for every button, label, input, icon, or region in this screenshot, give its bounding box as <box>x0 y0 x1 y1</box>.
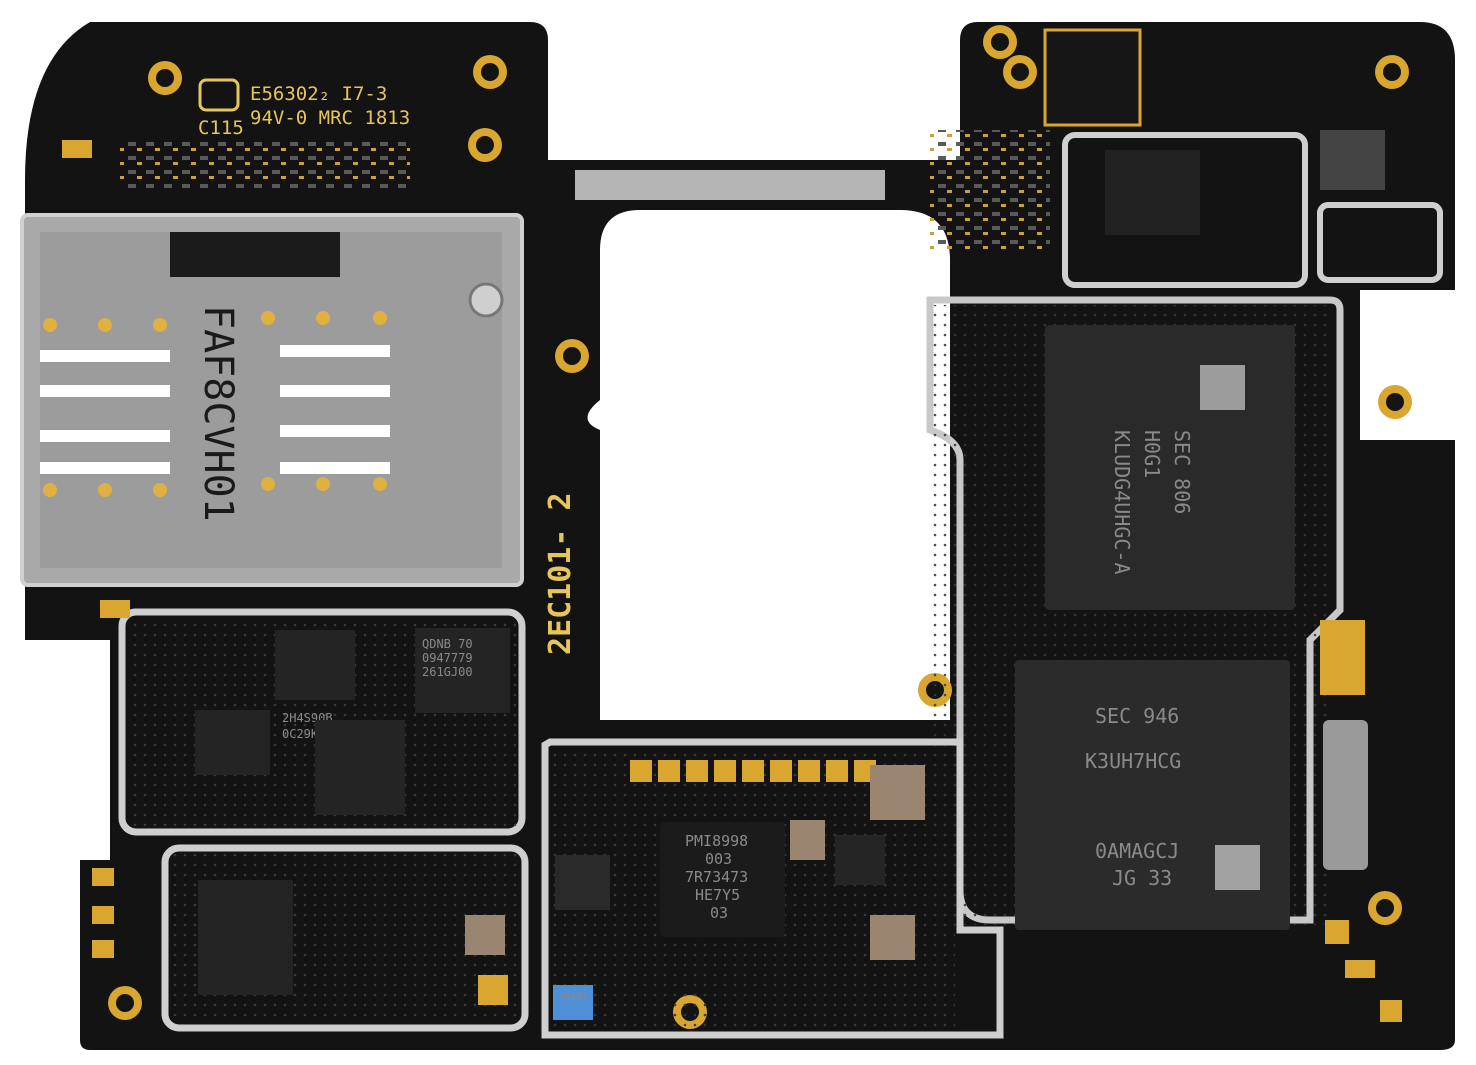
svg-text:H0G1: H0G1 <box>1140 430 1164 478</box>
ul-marking-c115: C115 <box>198 117 244 139</box>
shield-left-lower <box>161 844 529 1032</box>
svg-text:0AMAGCJ: 0AMAGCJ <box>1095 839 1179 863</box>
ul-marking-line1: E56302₂ I7-3 <box>250 83 387 105</box>
svg-text:SEC 946: SEC 946 <box>1095 704 1179 728</box>
ram-chip: SEC 946 K3UH7HCG 0AMAGCJ JG 33 <box>1015 660 1290 930</box>
svg-text:KLUDG4UHGC-A: KLUDG4UHGC-A <box>1110 430 1134 575</box>
shield-left-upper <box>118 608 526 836</box>
board-id: 2EC101- 2 <box>543 492 578 655</box>
svg-text:SEC 806: SEC 806 <box>1170 430 1194 514</box>
svg-text:03: 03 <box>710 904 728 922</box>
flash-chip: SEC 806 H0G1 KLUDG4UHGC-A <box>1045 325 1295 610</box>
gold-pad <box>1320 620 1365 695</box>
pmic-chip: PMI8998 003 7R73473 HE7Y5 03 <box>660 822 785 937</box>
shield-pmic <box>541 738 1004 1039</box>
sim-marking: FAF8CVH01 <box>195 305 241 522</box>
blue-label-chip <box>553 985 593 1020</box>
ul-marking-line2: 94V-0 MRC 1813 <box>250 107 410 129</box>
svg-text:PDENT: PDENT <box>560 993 588 1003</box>
center-cutout <box>587 210 950 720</box>
ul-logo <box>198 78 240 112</box>
svg-text:PMI8998: PMI8998 <box>685 832 748 850</box>
svg-text:JG 33: JG 33 <box>1112 866 1172 890</box>
svg-text:QDNB 70: QDNB 70 <box>422 637 473 651</box>
svg-text:003: 003 <box>705 850 732 868</box>
svg-text:K3UH7HCG: K3UH7HCG <box>1085 749 1181 773</box>
svg-text:7R73473: 7R73473 <box>685 868 748 886</box>
svg-text:261GJ00: 261GJ00 <box>422 665 473 679</box>
svg-text:HE7Y5: HE7Y5 <box>695 886 740 904</box>
svg-text:0947779: 0947779 <box>422 651 473 665</box>
rf-chip-a: QDNB 70 0947779 261GJ00 <box>415 628 510 713</box>
